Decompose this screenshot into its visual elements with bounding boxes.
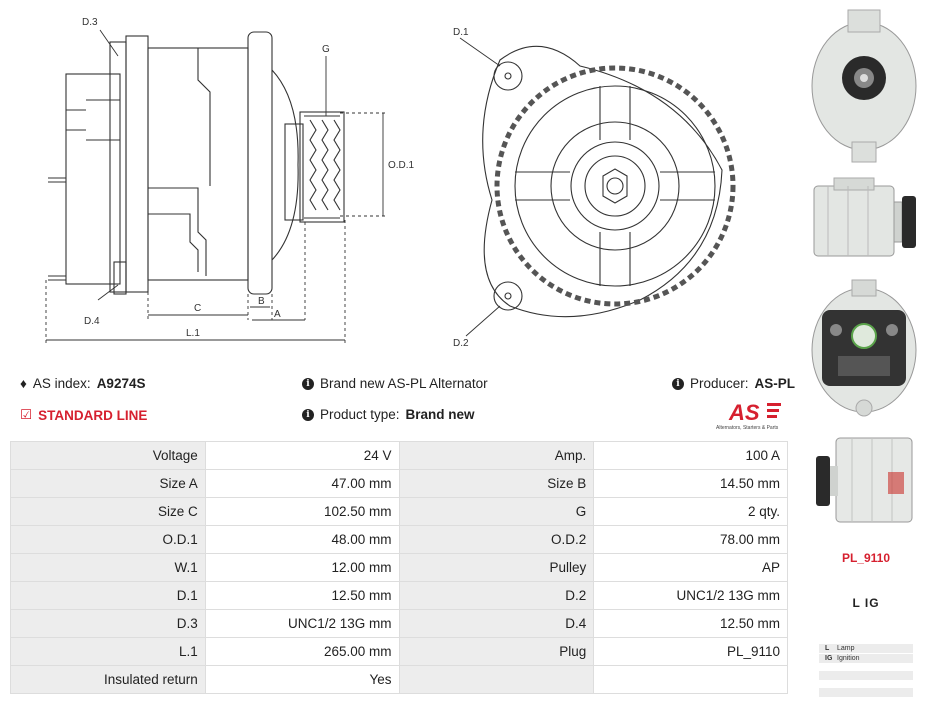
as-pl-logo: AS Alternators, Starters & Parts xyxy=(715,398,793,432)
spec-value: 265.00 mm xyxy=(204,637,400,666)
spec-label: D.4 xyxy=(398,609,595,638)
thumbnail-rear[interactable] xyxy=(808,276,920,422)
legend-row-empty xyxy=(819,688,913,697)
spec-label: L.1 xyxy=(10,637,206,666)
spec-value xyxy=(593,665,788,694)
tag-icon: ♦ xyxy=(20,376,27,391)
drawing-label-od1: O.D.1 xyxy=(388,160,415,171)
spec-label: G xyxy=(398,497,595,526)
spec-value: 100 A xyxy=(593,441,788,470)
spec-value: AP xyxy=(593,553,788,582)
spec-value: PL_9110 xyxy=(593,637,788,666)
spec-value: 12.00 mm xyxy=(204,553,400,582)
as-index: ♦ AS index: A9274S xyxy=(20,376,146,391)
spec-label: Amp. xyxy=(398,441,595,470)
spec-value: 2 qty. xyxy=(593,497,788,526)
info-icon: i xyxy=(672,377,684,390)
info-icon: i xyxy=(302,408,314,421)
spec-label: Size C xyxy=(10,497,206,526)
thumbnail-side[interactable] xyxy=(808,172,920,268)
spec-label: D.3 xyxy=(10,609,206,638)
spec-label: Pulley xyxy=(398,553,595,582)
drawing-label-b: B xyxy=(258,296,265,307)
drawing-label-g: G xyxy=(322,44,330,55)
svg-text:AS: AS xyxy=(728,400,760,425)
drawing-label-d2: D.2 xyxy=(453,338,469,349)
spec-value: 12.50 mm xyxy=(593,609,788,638)
thumbnail-front[interactable] xyxy=(808,6,920,166)
drawing-label-d1: D.1 xyxy=(453,27,469,38)
thumbnail-angle[interactable] xyxy=(808,426,920,536)
spec-value: UNC1/2 13G mm xyxy=(593,581,788,610)
legend-row: L Lamp xyxy=(819,644,913,653)
spec-value: 48.00 mm xyxy=(204,525,400,554)
plug-name: PL_9110 xyxy=(841,551,891,565)
standard-line-badge: ☑ STANDARD LINE xyxy=(20,407,148,423)
spec-value: 102.50 mm xyxy=(204,497,400,526)
plug-pins: L IG xyxy=(852,596,880,610)
spec-value: 12.50 mm xyxy=(204,581,400,610)
spec-label: Size A xyxy=(10,469,206,498)
spec-value: 14.50 mm xyxy=(593,469,788,498)
spec-value: Yes xyxy=(204,665,400,694)
spec-value: 78.00 mm xyxy=(593,525,788,554)
spec-value: UNC1/2 13G mm xyxy=(204,609,400,638)
brand-info: i Brand new AS-PL Alternator xyxy=(302,376,488,391)
spec-label: O.D.1 xyxy=(10,525,206,554)
drawing-label-l1: L.1 xyxy=(186,328,200,339)
info-icon: i xyxy=(302,377,314,390)
svg-text:Alternators, Starters & Parts: Alternators, Starters & Parts xyxy=(716,425,779,431)
spec-value: 24 V xyxy=(204,441,400,470)
spec-label xyxy=(398,665,595,694)
product-type: i Product type: Brand new xyxy=(302,407,475,422)
drawing-label-d3: D.3 xyxy=(82,17,98,28)
spec-label: D.1 xyxy=(10,581,206,610)
technical-drawing: D.3 G O.D.1 D.4 C B A L.1 D.1 D.2 xyxy=(0,0,800,360)
drawing-label-c: C xyxy=(194,303,201,314)
legend-row-empty xyxy=(819,671,913,680)
spec-label: Voltage xyxy=(10,441,206,470)
producer-info: i Producer: AS-PL xyxy=(672,376,795,391)
spec-label: O.D.2 xyxy=(398,525,595,554)
spec-label: D.2 xyxy=(398,581,595,610)
legend-row: IG Ignition xyxy=(819,654,913,663)
spec-label: Plug xyxy=(398,637,595,666)
drawing-label-a: A xyxy=(274,309,281,320)
spec-label: Insulated return xyxy=(10,665,206,694)
checkbox-icon: ☑ xyxy=(20,407,33,422)
spec-value: 47.00 mm xyxy=(204,469,400,498)
plug-legend: L Lamp IG Ignition xyxy=(819,644,913,698)
spec-label: W.1 xyxy=(10,553,206,582)
spec-label: Size B xyxy=(398,469,595,498)
image-sidebar xyxy=(800,0,932,704)
drawing-label-d4: D.4 xyxy=(84,316,100,327)
